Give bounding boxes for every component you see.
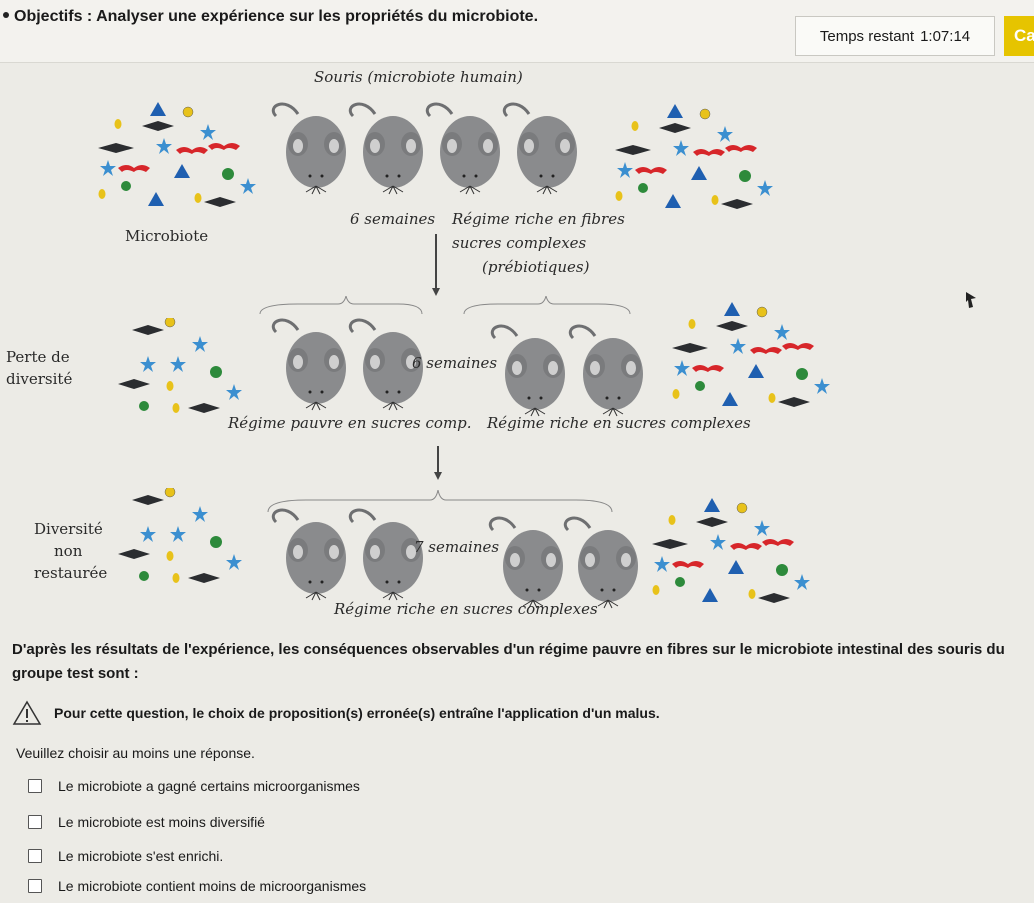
diversity-label-1: Diversité (34, 520, 103, 538)
microbiote-cloud-right (615, 104, 774, 210)
microbiote-cloud-left (98, 102, 257, 208)
checkbox[interactable] (28, 779, 42, 793)
timer-box: Temps restant 1:07:14 (795, 16, 995, 56)
warning-notice: Pour cette question, le choix de proposi… (12, 700, 660, 726)
group-brace (267, 490, 613, 513)
bullet-dot (3, 12, 9, 18)
microbiote-cloud-rich (652, 498, 811, 604)
answer-option-label: Le microbiote est moins diversifié (58, 814, 265, 830)
cut-off-button[interactable]: Ca (1004, 16, 1034, 56)
header-bar: Objectifs : Analyser une expérience sur … (0, 0, 1034, 63)
diversity-label-3: restaurée (34, 564, 108, 582)
diet-rich-fibers: Régime riche en fibres (452, 210, 625, 228)
answer-option-label: Le microbiote a gagné certains microorga… (58, 778, 360, 794)
checkbox[interactable] (28, 815, 42, 829)
timer-label: Temps restant (819, 27, 915, 45)
diet-rich-label: Régime riche en sucres complexes (487, 414, 751, 432)
microbiote-cloud-rich (672, 302, 831, 408)
microbiote-cloud-poor (118, 318, 243, 414)
microbiote-cloud-poor (118, 488, 243, 584)
diversity-label-2: non (54, 542, 83, 560)
loss-label-1: Perte de (6, 348, 70, 366)
diet-rich-bottom-label: Régime riche en sucres complexes (334, 600, 598, 618)
mouse-icon (502, 102, 579, 196)
checkbox[interactable] (28, 879, 42, 893)
answer-option-label: Le microbiote s'est enrichi. (58, 848, 224, 864)
weeks-label: 6 semaines (412, 354, 498, 372)
question-text: D'après les résultats de l'expérience, l… (12, 641, 1005, 682)
answer-option[interactable]: Le microbiote est moins diversifié (28, 814, 265, 830)
cursor-icon (966, 292, 976, 308)
answer-option[interactable]: Le microbiote contient moins de microorg… (28, 878, 366, 894)
checkbox[interactable] (28, 849, 42, 863)
warning-icon (12, 700, 42, 725)
instruction-text: Veuillez choisir au moins une réponse. (16, 745, 255, 761)
weeks-label: 6 semaines (350, 210, 436, 228)
objective-text: Objectifs : Analyser une expérience sur … (14, 8, 539, 25)
down-arrow (432, 234, 440, 296)
diet-prebiotics: (prébiotiques) (482, 258, 590, 276)
experiment-figure: Souris (microbiote humain) Microbiote 6 … (0, 62, 1034, 622)
timer-value: 1:07:14 (920, 27, 971, 45)
answer-option[interactable]: Le microbiote s'est enrichi. (28, 848, 223, 864)
diet-poor-label: Régime pauvre en sucres comp. (228, 414, 472, 432)
microbiote-label: Microbiote (125, 227, 209, 245)
diet-rich-sugars: sucres complexes (452, 234, 587, 252)
weeks-label: 7 semaines (414, 538, 500, 556)
warning-text: Pour cette question, le choix de proposi… (54, 705, 660, 721)
group-brace (259, 296, 631, 315)
loss-label-2: diversité (6, 370, 73, 388)
figure-title: Souris (microbiote humain) (314, 68, 523, 86)
answer-option-label: Le microbiote contient moins de microorg… (58, 878, 367, 894)
mouse-icon (348, 508, 425, 602)
mouse-icon (568, 324, 645, 418)
down-arrow (434, 446, 442, 480)
answer-option[interactable]: Le microbiote a gagné certains microorga… (28, 778, 360, 794)
